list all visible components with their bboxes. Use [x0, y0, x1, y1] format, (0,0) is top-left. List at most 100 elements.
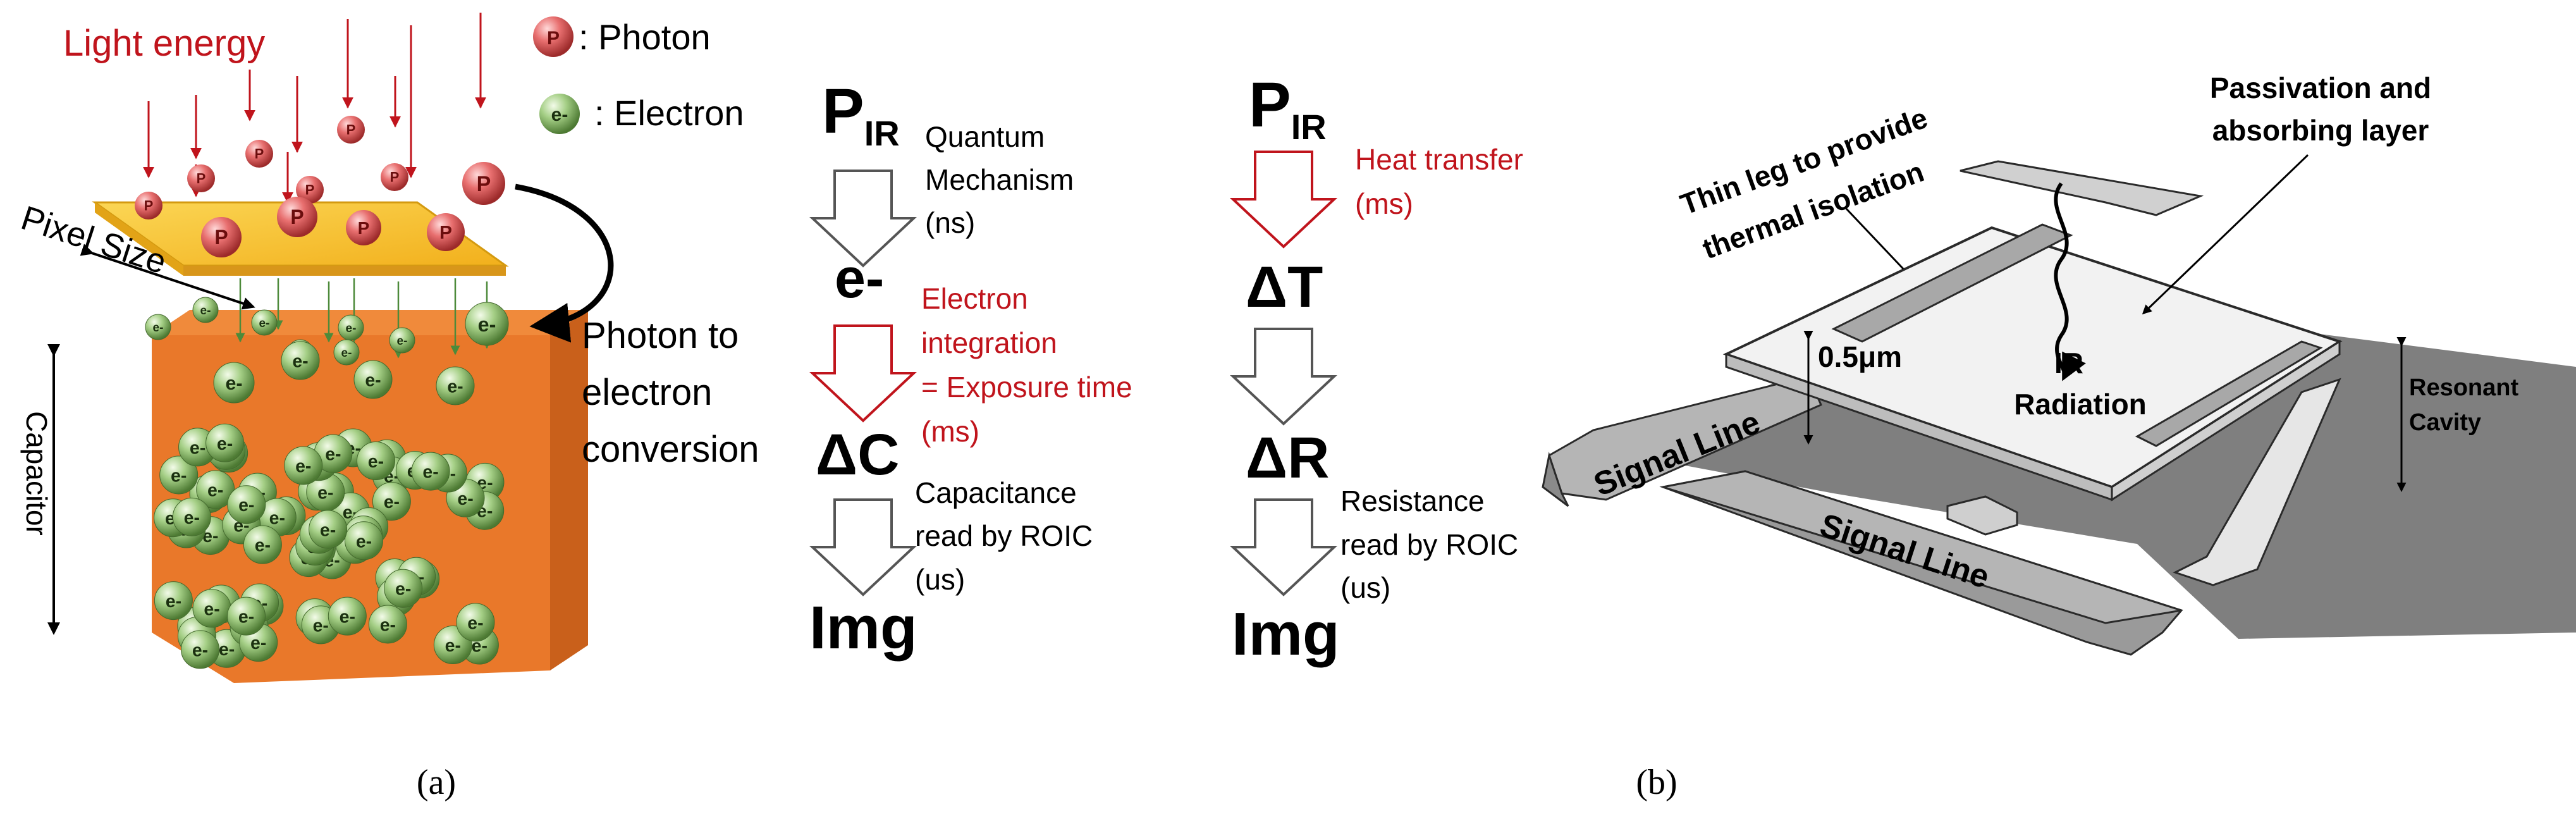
svg-text:e-: e-	[478, 313, 496, 336]
svg-text:e-: e-	[225, 373, 242, 394]
quantum-step2-line1: Electron	[921, 282, 1028, 315]
svg-text:e-: e-	[259, 317, 270, 330]
svg-text:P: P	[439, 223, 452, 244]
thermal-step3-line3: (us)	[1340, 571, 1390, 604]
svg-text:e-: e-	[200, 304, 211, 318]
electron: e-	[172, 497, 211, 536]
svg-text:e-: e-	[368, 452, 384, 472]
svg-text:e-: e-	[153, 321, 164, 335]
svg-text:e-: e-	[317, 483, 333, 503]
top-anchor	[1960, 160, 2204, 216]
svg-text:e-: e-	[447, 377, 463, 397]
svg-text:e-: e-	[295, 456, 311, 476]
electron-legend-icon: e-	[539, 94, 580, 134]
thermal-img: Img	[1232, 600, 1340, 668]
svg-text:e-: e-	[356, 531, 372, 552]
thin-leg-slot-right	[2135, 340, 2323, 447]
electron: e-	[456, 603, 495, 642]
svg-text:e-: e-	[250, 633, 266, 653]
svg-text:e-: e-	[219, 639, 235, 660]
svg-text:P: P	[144, 198, 154, 214]
conversion-arrow	[515, 183, 614, 343]
flow-quantum: PIR Quantum Mechanism (ns) e- Electron i…	[809, 76, 1132, 662]
electron: e-	[338, 314, 364, 341]
ir-label-2: Radiation	[2014, 388, 2147, 421]
light-arrows	[143, 13, 486, 204]
quantum-step2-line2: integration	[921, 326, 1057, 359]
quantum-step3-line3: (us)	[915, 563, 965, 596]
quantum-delta-c: ΔC	[816, 423, 900, 487]
svg-text:P: P	[214, 226, 228, 249]
svg-text:e-: e-	[184, 508, 200, 528]
svg-text:e-: e-	[340, 607, 355, 627]
electron: e-	[384, 569, 423, 608]
photon: P	[187, 164, 215, 192]
photon: P	[462, 162, 505, 205]
photon: P	[337, 116, 365, 144]
photon: P	[201, 217, 242, 257]
svg-text:e-: e-	[422, 462, 438, 483]
electron: e-	[465, 302, 509, 346]
light-energy-label: Light energy	[63, 23, 265, 64]
quantum-step3-line2: read by ROIC	[915, 519, 1093, 552]
electron: e-	[309, 510, 348, 549]
resonant-label-1: Resonant	[2409, 374, 2518, 401]
quantum-step3-line1: Capacitance	[915, 476, 1077, 509]
svg-text:e-: e-	[269, 508, 285, 528]
electron: e-	[205, 423, 245, 462]
passivation-pointer	[2142, 154, 2309, 315]
electron: e-	[353, 360, 393, 399]
thin-leg-slot-left	[1831, 223, 2073, 343]
svg-text:P: P	[305, 182, 315, 198]
passivation-label-1: Passivation and	[2210, 71, 2431, 104]
absorber-plate-edge-right	[2111, 340, 2341, 502]
photon: P	[135, 192, 163, 219]
electron: e-	[344, 521, 383, 560]
photon: P	[427, 213, 465, 251]
svg-text:P: P	[547, 28, 560, 49]
electron: e-	[154, 581, 193, 620]
photon: P	[245, 140, 273, 168]
electron: e-	[281, 341, 320, 380]
svg-text:e-: e-	[204, 599, 219, 619]
svg-text:P: P	[197, 171, 206, 187]
svg-text:e-: e-	[217, 434, 233, 454]
svg-text:e-: e-	[457, 489, 473, 509]
svg-text:e-: e-	[397, 335, 408, 348]
capacitor-right-side	[550, 310, 588, 670]
electron: e-	[436, 366, 475, 405]
svg-text:P: P	[255, 146, 264, 162]
thermal-step1-line1: Heat transfer	[1355, 143, 1523, 176]
pixel-size-arrow	[80, 244, 255, 310]
electron: e-	[181, 630, 220, 669]
thermal-arrow-3	[1229, 498, 1338, 596]
electron: e-	[333, 339, 360, 366]
quantum-arrow-3	[809, 498, 917, 596]
svg-text:e-: e-	[192, 640, 208, 660]
thermal-step1-line2: (ms)	[1355, 187, 1413, 220]
electron: e-	[314, 434, 353, 473]
bottom-signal-line-top	[1662, 470, 2182, 624]
svg-text:e-: e-	[445, 636, 461, 656]
photon-legend-label: : Photon	[579, 17, 711, 57]
svg-text:e-: e-	[171, 466, 187, 486]
thermal-arrow-2	[1229, 328, 1338, 426]
electron: e-	[368, 605, 407, 644]
svg-text:P: P	[477, 172, 491, 196]
svg-text:e-: e-	[341, 347, 352, 360]
svg-text:e-: e-	[320, 520, 336, 540]
panel-b: 0.5μm IR Radiation Thin leg to provide t…	[1542, 71, 2576, 802]
svg-text:e-: e-	[325, 445, 341, 465]
pixel-plate-front-edge	[183, 266, 506, 276]
thermal-step3-line2: read by ROIC	[1340, 528, 1518, 561]
svg-text:P: P	[290, 206, 304, 228]
electron: e-	[389, 327, 415, 354]
photon: P	[277, 197, 317, 237]
electron: e-	[243, 525, 282, 564]
svg-text:e-: e-	[346, 322, 357, 335]
svg-text:e-: e-	[255, 536, 271, 556]
conversion-line-3: conversion	[582, 429, 759, 470]
electron: e-	[192, 297, 219, 323]
flow-thermal: PIR Heat transfer (ms) ΔT ΔR Resistance …	[1229, 70, 1523, 668]
